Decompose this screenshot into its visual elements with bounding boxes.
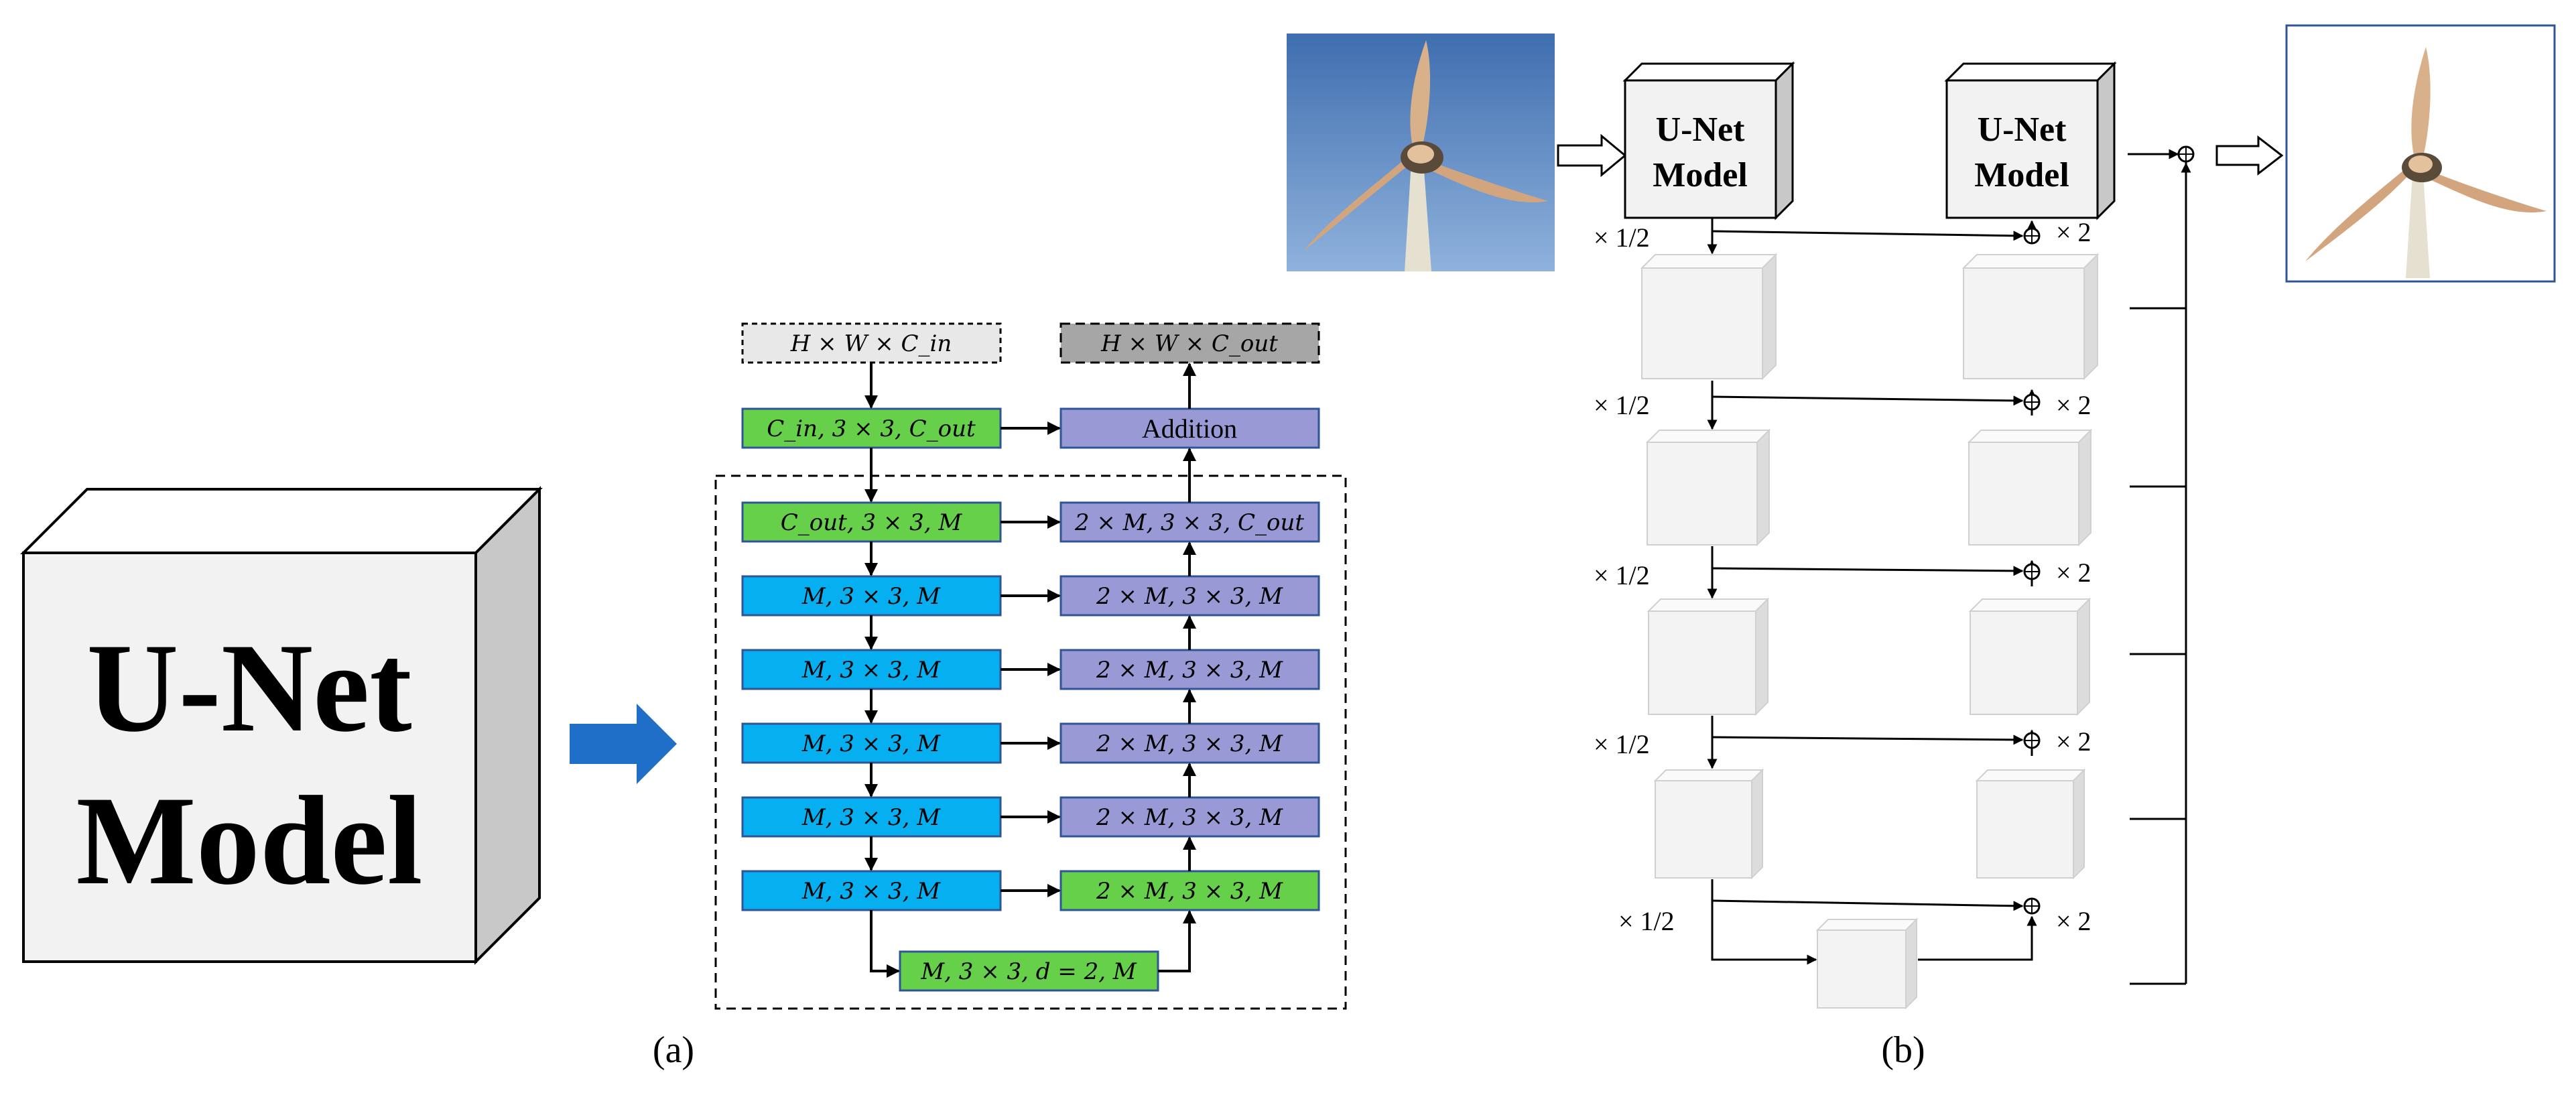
panel-b-arrows [1707,149,2191,985]
bottleneck-block: M, 3 × 3, d = 2, M [920,958,1137,985]
upsample-label-4: × 2 [2056,726,2091,757]
output-shape-label: H × W × C_out [1100,330,1278,357]
encoder-column: C_out, 3 × 3, M M, 3 × 3, M M, 3 × 3, M … [741,501,1002,911]
unet-cube-small-2: U-Net Model [1944,61,2117,220]
hollow-arrow-input-icon [1557,133,1627,178]
input-shape-label: H × W × C_in [790,330,952,357]
unet-cube-large-line2: Model [76,771,422,911]
input-photo [1287,34,1555,271]
addition-block: Addition [1142,413,1237,444]
decoder-block-3: 2 × M, 3 × 3, M [1096,730,1283,757]
unet-cube-1-line2: Model [1653,156,1748,194]
hollow-arrow-output-icon [2215,135,2284,176]
downsample-label-3: × 1/2 [1594,560,1650,590]
panel-a-arrows [864,363,1196,978]
block-arrow-right-icon [570,704,677,784]
unet-cube-large-line1: U-Net [86,618,411,759]
decoder-block-1: 2 × M, 3 × 3, M [1096,583,1283,610]
feature-cubes-right [1961,253,2100,880]
caption-b: (b) [1881,1029,1925,1071]
decoder-block-2: 2 × M, 3 × 3, M [1096,657,1283,684]
decoder-block-0: 2 × M, 3 × 3, C_out [1074,509,1305,536]
feature-cubes-left [1640,253,1919,1010]
decoder-block-4: 2 × M, 3 × 3, M [1096,804,1283,831]
downsample-label-1: × 1/2 [1594,222,1650,253]
scale-labels: × 1/2 × 1/2 × 1/2 × 1/2 × 1/2 × 2 × 2 × … [1594,217,2091,936]
downsample-label-4: × 1/2 [1594,729,1650,759]
first-conv-block: C_in, 3 × 3, C_out [767,415,976,442]
unet-cube-2-line1: U-Net [1978,111,2067,149]
panel-b: U-Net Model U-Net Model [1287,24,2556,1071]
panel-a: U-Net Model H × W × C_in H × W × C_out C… [20,322,1347,1071]
output-photo [2285,24,2556,283]
encoder-decoder-dashed-box [714,474,1347,1010]
unet-cube-1-line1: U-Net [1656,111,1746,149]
encoder-block-1: M, 3 × 3, M [801,583,941,610]
unet-cube-2-line2: Model [1974,156,2069,194]
upsample-label-1: × 2 [2056,217,2091,247]
decoder-block-5: 2 × M, 3 × 3, M [1096,878,1283,905]
encoder-block-4: M, 3 × 3, M [801,804,941,831]
encoder-block-5: M, 3 × 3, M [801,878,941,905]
downsample-label-5: × 1/2 [1618,906,1675,936]
upsample-label-2: × 2 [2056,390,2091,420]
upsample-label-3: × 2 [2056,558,2091,588]
caption-a: (a) [653,1029,694,1071]
downsample-label-2: × 1/2 [1594,390,1650,420]
encoder-block-3: M, 3 × 3, M [801,730,941,757]
upsample-label-5: × 2 [2056,906,2091,936]
unet-cube-small-1: U-Net Model [1622,61,1795,220]
encoder-block-2: M, 3 × 3, M [801,657,941,684]
encoder-block-0: C_out, 3 × 3, M [781,509,963,536]
unet-cube-large: U-Net Model [20,486,543,965]
